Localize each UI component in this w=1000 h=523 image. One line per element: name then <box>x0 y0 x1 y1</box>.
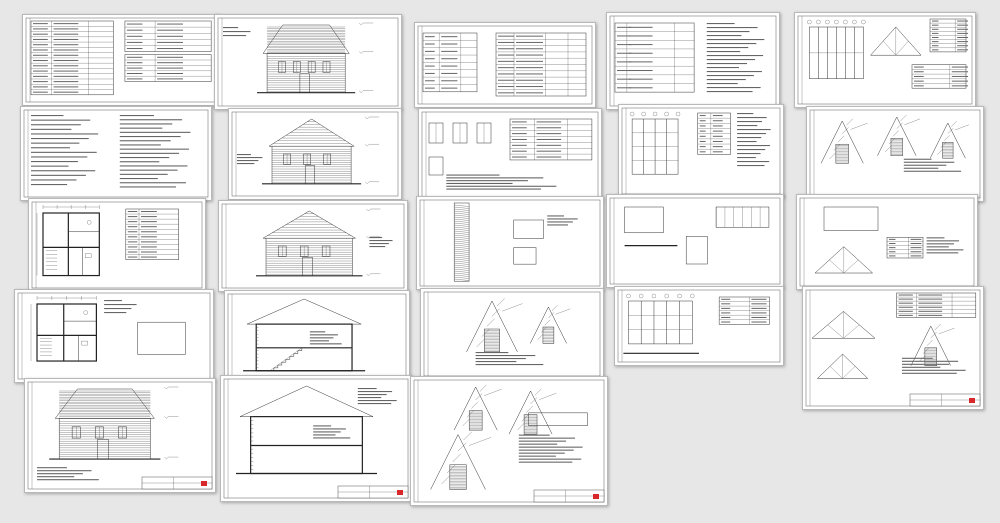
drawing-wall-detail <box>419 199 601 287</box>
drawing-sheet-floorplan <box>28 198 206 292</box>
drawing-rafter-nodes <box>809 109 981 199</box>
drawing-floorplan <box>31 201 203 289</box>
drawing-section-roof <box>223 378 409 499</box>
drawing-sheet-truss-details <box>796 194 978 290</box>
drawing-sheet-node-details <box>420 288 604 380</box>
drawing-sheet-roof-nodes <box>410 376 608 506</box>
drawing-sheet-text-sheet <box>20 106 212 201</box>
drawing-sheet-framing-plan <box>614 286 784 366</box>
drawing-notes-sheet <box>609 15 777 107</box>
drawing-beam-details <box>609 197 781 285</box>
drawing-windows-spec <box>417 25 593 105</box>
drawing-sheet-facade-front <box>24 378 216 493</box>
drawing-sheet-foundation-plan <box>618 104 784 198</box>
drawing-truss-details-2 <box>805 289 981 407</box>
drawing-sheet-wall-detail <box>416 196 604 290</box>
drawing-sheet-beam-details <box>606 194 784 288</box>
drawing-sheet-rafter-plan <box>794 12 976 108</box>
drawing-sheet-facade-gable <box>228 108 402 200</box>
drawing-sheet-floorplan-detail <box>14 289 214 383</box>
drawing-truss-details <box>799 197 975 287</box>
drawing-facade-front <box>27 381 213 490</box>
drawing-floorplan-detail <box>17 292 211 380</box>
drawing-sheet-truss-details-2 <box>802 286 984 410</box>
drawing-sheet-section-stairs <box>224 290 410 384</box>
drawing-foundation-plan <box>621 107 781 195</box>
drawing-text-sheet <box>23 109 209 198</box>
drawing-section-stairs <box>227 293 407 381</box>
drawing-table-sheet <box>25 17 217 103</box>
drawing-facade-side <box>217 17 399 107</box>
drawing-sheet-facade-gable-2 <box>218 200 408 292</box>
drawing-sheet-notes-sheet <box>606 12 780 110</box>
drawing-sheet-table-sheet <box>22 14 220 106</box>
drawing-sheet-windows-table <box>418 108 602 201</box>
drawing-rafter-plan <box>797 15 973 105</box>
drawing-node-details <box>423 291 601 377</box>
drawing-roof-nodes <box>413 379 605 503</box>
drawing-sheet-windows-spec <box>414 22 596 108</box>
drawing-windows-table <box>421 111 599 198</box>
drawing-sheet-rafter-nodes <box>806 106 984 202</box>
drawing-sheet-section-roof <box>220 375 412 502</box>
drawing-framing-plan <box>617 289 781 363</box>
drawing-facade-gable-2 <box>221 203 405 289</box>
drawing-facade-gable <box>231 111 399 197</box>
drawing-sheet-facade-side <box>214 14 402 110</box>
